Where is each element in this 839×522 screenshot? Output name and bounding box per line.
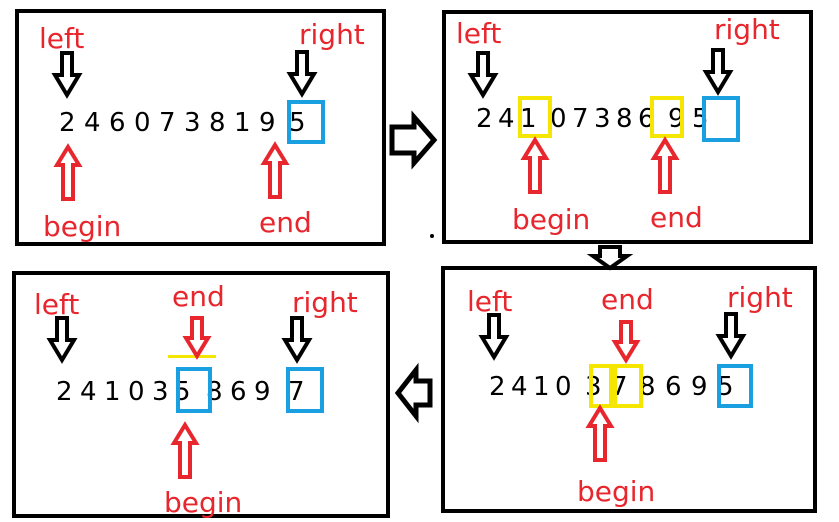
digit: 1 (104, 377, 121, 407)
flow-arrow-down-icon (586, 245, 634, 271)
digit: 1 (533, 372, 550, 402)
label-end: end (172, 280, 225, 313)
swap-marker (168, 355, 216, 358)
label-begin: begin (577, 475, 656, 508)
digit: 0 (134, 108, 151, 138)
right-pointer-arrow-icon (283, 316, 311, 362)
digit: 5 (717, 372, 734, 402)
begin-swap-box (518, 96, 552, 138)
label-right: right (292, 286, 358, 319)
begin-arrow-icon (172, 423, 198, 479)
right-pointer-arrow-icon (288, 50, 316, 96)
end-arrow-icon (652, 138, 678, 194)
digit: 4 (498, 104, 515, 134)
stray-dot (430, 234, 434, 238)
left-pointer-arrow-icon (48, 316, 76, 362)
digit: 2 (489, 372, 506, 402)
digit: 4 (511, 372, 528, 402)
label-left: left (467, 285, 513, 318)
label-right: right (727, 281, 793, 314)
digit: 9 (259, 108, 276, 138)
end-arrow-icon (262, 143, 288, 199)
label-begin: begin (43, 210, 122, 243)
right-pointer-box (717, 364, 753, 408)
digit: 1 (520, 104, 537, 134)
left-pointer-arrow-icon (53, 51, 81, 97)
digit: 7 (288, 377, 305, 407)
digit: 5 (289, 108, 306, 138)
end-arrow-icon (184, 316, 210, 358)
digit: 4 (84, 108, 101, 138)
left-pointer-arrow-icon (480, 313, 508, 359)
digit: 3 (152, 377, 169, 407)
end-swap-box (650, 96, 684, 138)
label-end: end (259, 206, 312, 239)
digit: 9 (691, 372, 708, 402)
digit: 2 (476, 104, 493, 134)
digit: 6 (230, 377, 247, 407)
begin-arrow-icon (587, 406, 613, 462)
right-pointer-box (286, 367, 324, 413)
label-begin: begin (512, 203, 591, 236)
digit: 0 (550, 104, 567, 134)
digit: 6 (109, 108, 126, 138)
begin-arrow-icon (522, 138, 548, 194)
label-left: left (456, 17, 502, 50)
digit: 7 (159, 108, 176, 138)
end-arrow-icon (613, 320, 639, 362)
label-end: end (650, 201, 703, 234)
digit: 3 (594, 104, 611, 134)
label-right: right (299, 18, 365, 51)
digit: 2 (59, 108, 76, 138)
digit: 8 (616, 104, 633, 134)
begin-arrow-icon (55, 145, 81, 201)
digit: 7 (572, 104, 589, 134)
label-right: right (714, 13, 780, 46)
digit: 8 (209, 108, 226, 138)
end-swap-box (613, 364, 643, 408)
digit: 6 (665, 372, 682, 402)
digit: 3 (184, 108, 201, 138)
digit: 0 (128, 377, 145, 407)
left-pointer-arrow-icon (469, 51, 497, 97)
label-begin: begin (164, 486, 243, 519)
label-left: left (39, 22, 85, 55)
label-end: end (601, 283, 654, 316)
begin-end-meet-box (176, 367, 212, 413)
digit: 9 (254, 377, 271, 407)
label-left: left (34, 288, 80, 321)
digit: 8 (639, 372, 656, 402)
right-pointer-arrow-icon (704, 48, 732, 94)
right-pointer-box (702, 96, 740, 142)
digit: 2 (56, 377, 73, 407)
right-pointer-arrow-icon (717, 312, 745, 358)
flow-arrow-left-icon (394, 362, 433, 424)
digit: 1 (234, 108, 251, 138)
flow-arrow-right-icon (389, 110, 438, 170)
digit: 4 (80, 377, 97, 407)
digit: 0 (555, 372, 572, 402)
right-pointer-box (287, 100, 325, 144)
